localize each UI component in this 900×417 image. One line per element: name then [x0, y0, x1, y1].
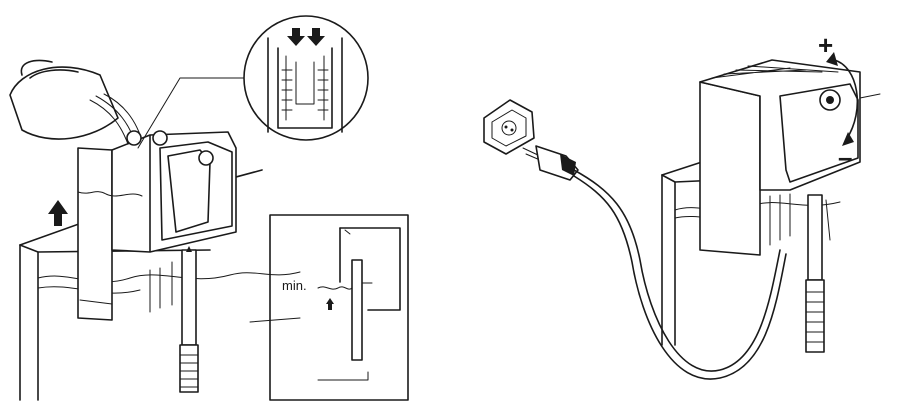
- rotate-arrow-icon: [826, 52, 859, 146]
- pitcher-icon: [9, 59, 145, 151]
- min-level-label: min.: [282, 278, 307, 293]
- filter-unit-left: [77, 130, 237, 393]
- arrow-up-icon: [48, 200, 68, 226]
- minus-sign-label: –: [838, 142, 852, 172]
- filter-unit-right: [699, 59, 881, 353]
- power-cord: [573, 169, 787, 380]
- detail-callout-circle: [137, 15, 369, 149]
- socket-icon: [483, 99, 535, 155]
- min-level-inset: [269, 214, 409, 401]
- plus-sign-label: +: [818, 30, 833, 60]
- plug-icon: [522, 145, 579, 181]
